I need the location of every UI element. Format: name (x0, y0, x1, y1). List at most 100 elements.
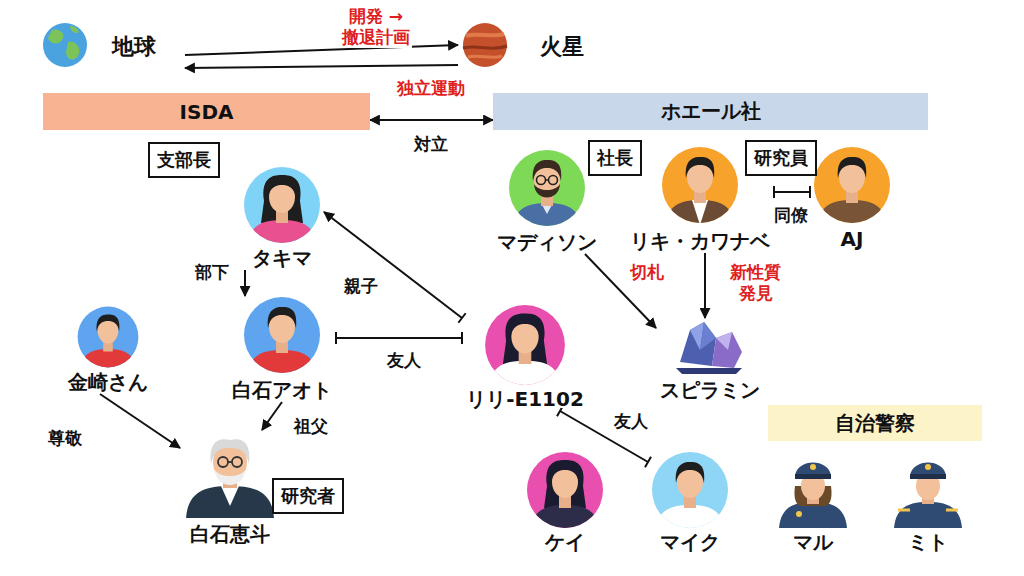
connector-line (370, 119, 493, 121)
connector (336, 332, 462, 344)
connector (705, 253, 706, 318)
connector (100, 394, 180, 448)
node-text: AJ (810, 227, 894, 251)
node-text: マイク (648, 530, 732, 554)
t-bar (773, 186, 775, 198)
edge-label: 尊敬 (46, 428, 84, 449)
edge-label: 祖父 (292, 416, 330, 437)
connector (185, 45, 458, 55)
avatar (662, 147, 738, 231)
node-text: マル (771, 530, 855, 554)
connector (370, 120, 493, 121)
edge-label: 親子 (342, 276, 380, 297)
avatar (527, 452, 603, 536)
node-text: 研究者 (281, 485, 335, 507)
connector-line (336, 337, 462, 339)
connector (324, 212, 466, 323)
node-text: 社長 (597, 147, 633, 169)
edge-label: 部下 (193, 262, 231, 283)
connector-line (324, 212, 462, 318)
planet-node: 地球 (40, 22, 185, 72)
role-tag: 支部長 (148, 142, 220, 178)
node-text: スピラミン (656, 378, 764, 402)
node-text: ミト (886, 530, 970, 554)
connector (185, 65, 458, 68)
character-node: マイク (648, 452, 732, 554)
node-text: 支部長 (157, 149, 211, 171)
character-node: リリ-E1102 (462, 305, 588, 411)
node-text: 自治警察 (835, 410, 915, 437)
character-node: 白石アオト (228, 296, 336, 402)
node-text: 地球 (112, 32, 156, 62)
role-tag: 研究者 (272, 478, 344, 514)
connector (774, 186, 810, 198)
node-text: リキ・カワナベ (626, 229, 774, 253)
edge-label: 切札 (628, 262, 666, 283)
node-text: ケイ (523, 530, 607, 554)
connector (245, 270, 246, 296)
role-tag: 社長 (588, 140, 642, 176)
character-node: AJ (810, 147, 894, 251)
edge-label: 友人 (385, 350, 423, 371)
t-bar (335, 332, 337, 344)
t-bar (461, 332, 463, 344)
crystal-illustration (676, 322, 742, 374)
connector (557, 406, 651, 467)
character-node: マディソン (493, 150, 601, 254)
avatar (78, 307, 139, 374)
planet-node: 火星 (458, 22, 598, 72)
edge-label: 友人 (612, 411, 650, 432)
police-illustration (894, 463, 962, 529)
edge-label: 新性質 発見 (728, 262, 783, 304)
character-node: マル (771, 452, 855, 554)
avatar (244, 167, 320, 251)
connector-line (185, 45, 458, 55)
material-node: スピラミン (656, 318, 764, 402)
connector-line (100, 394, 180, 448)
node-text: 火星 (540, 32, 584, 62)
character-node: ミト (886, 452, 970, 554)
organization-band: ISDA (43, 93, 370, 130)
edge-label: 同僚 (772, 205, 810, 226)
connector-line (774, 191, 810, 193)
node-text: 研究員 (754, 147, 808, 169)
edge-label: 対立 (412, 134, 450, 155)
node-text: 白石恵斗 (180, 522, 280, 546)
character-node: ケイ (523, 452, 607, 554)
connector (262, 402, 282, 430)
edge-label: 開発 →撤退計画 (340, 6, 412, 48)
organization-band: ホエール社 (493, 93, 928, 130)
node-text: ISDA (180, 100, 234, 124)
earth-icon (43, 23, 87, 67)
t-bar (458, 313, 465, 323)
t-bar (645, 457, 651, 467)
avatar (485, 305, 565, 393)
mars-icon (463, 23, 507, 67)
character-node: タキマ (240, 166, 324, 270)
avatar (244, 297, 320, 381)
role-tag: 研究員 (745, 140, 817, 176)
node-text: リリ-E1102 (462, 387, 588, 411)
connector-line (704, 253, 706, 318)
old-man-illustration (186, 439, 274, 518)
node-text: 白石アオト (228, 378, 336, 402)
connector-line (244, 270, 246, 296)
edge-label: 独立運動 (395, 78, 467, 99)
t-bar (809, 186, 811, 198)
node-text: タキマ (240, 246, 324, 270)
organization-band: 自治警察 (768, 405, 982, 441)
character-node: リキ・カワナベ (626, 147, 774, 253)
avatar (509, 150, 585, 234)
node-text: マディソン (493, 230, 601, 254)
node-text: 金崎さん (64, 370, 152, 394)
character-node: 白石恵斗 (180, 430, 280, 546)
node-text: ホエール社 (661, 98, 761, 125)
character-node: 金崎さん (64, 306, 152, 394)
connector-line (262, 402, 282, 430)
avatar (652, 452, 728, 536)
police-illustration (779, 463, 847, 529)
avatar (814, 147, 890, 231)
